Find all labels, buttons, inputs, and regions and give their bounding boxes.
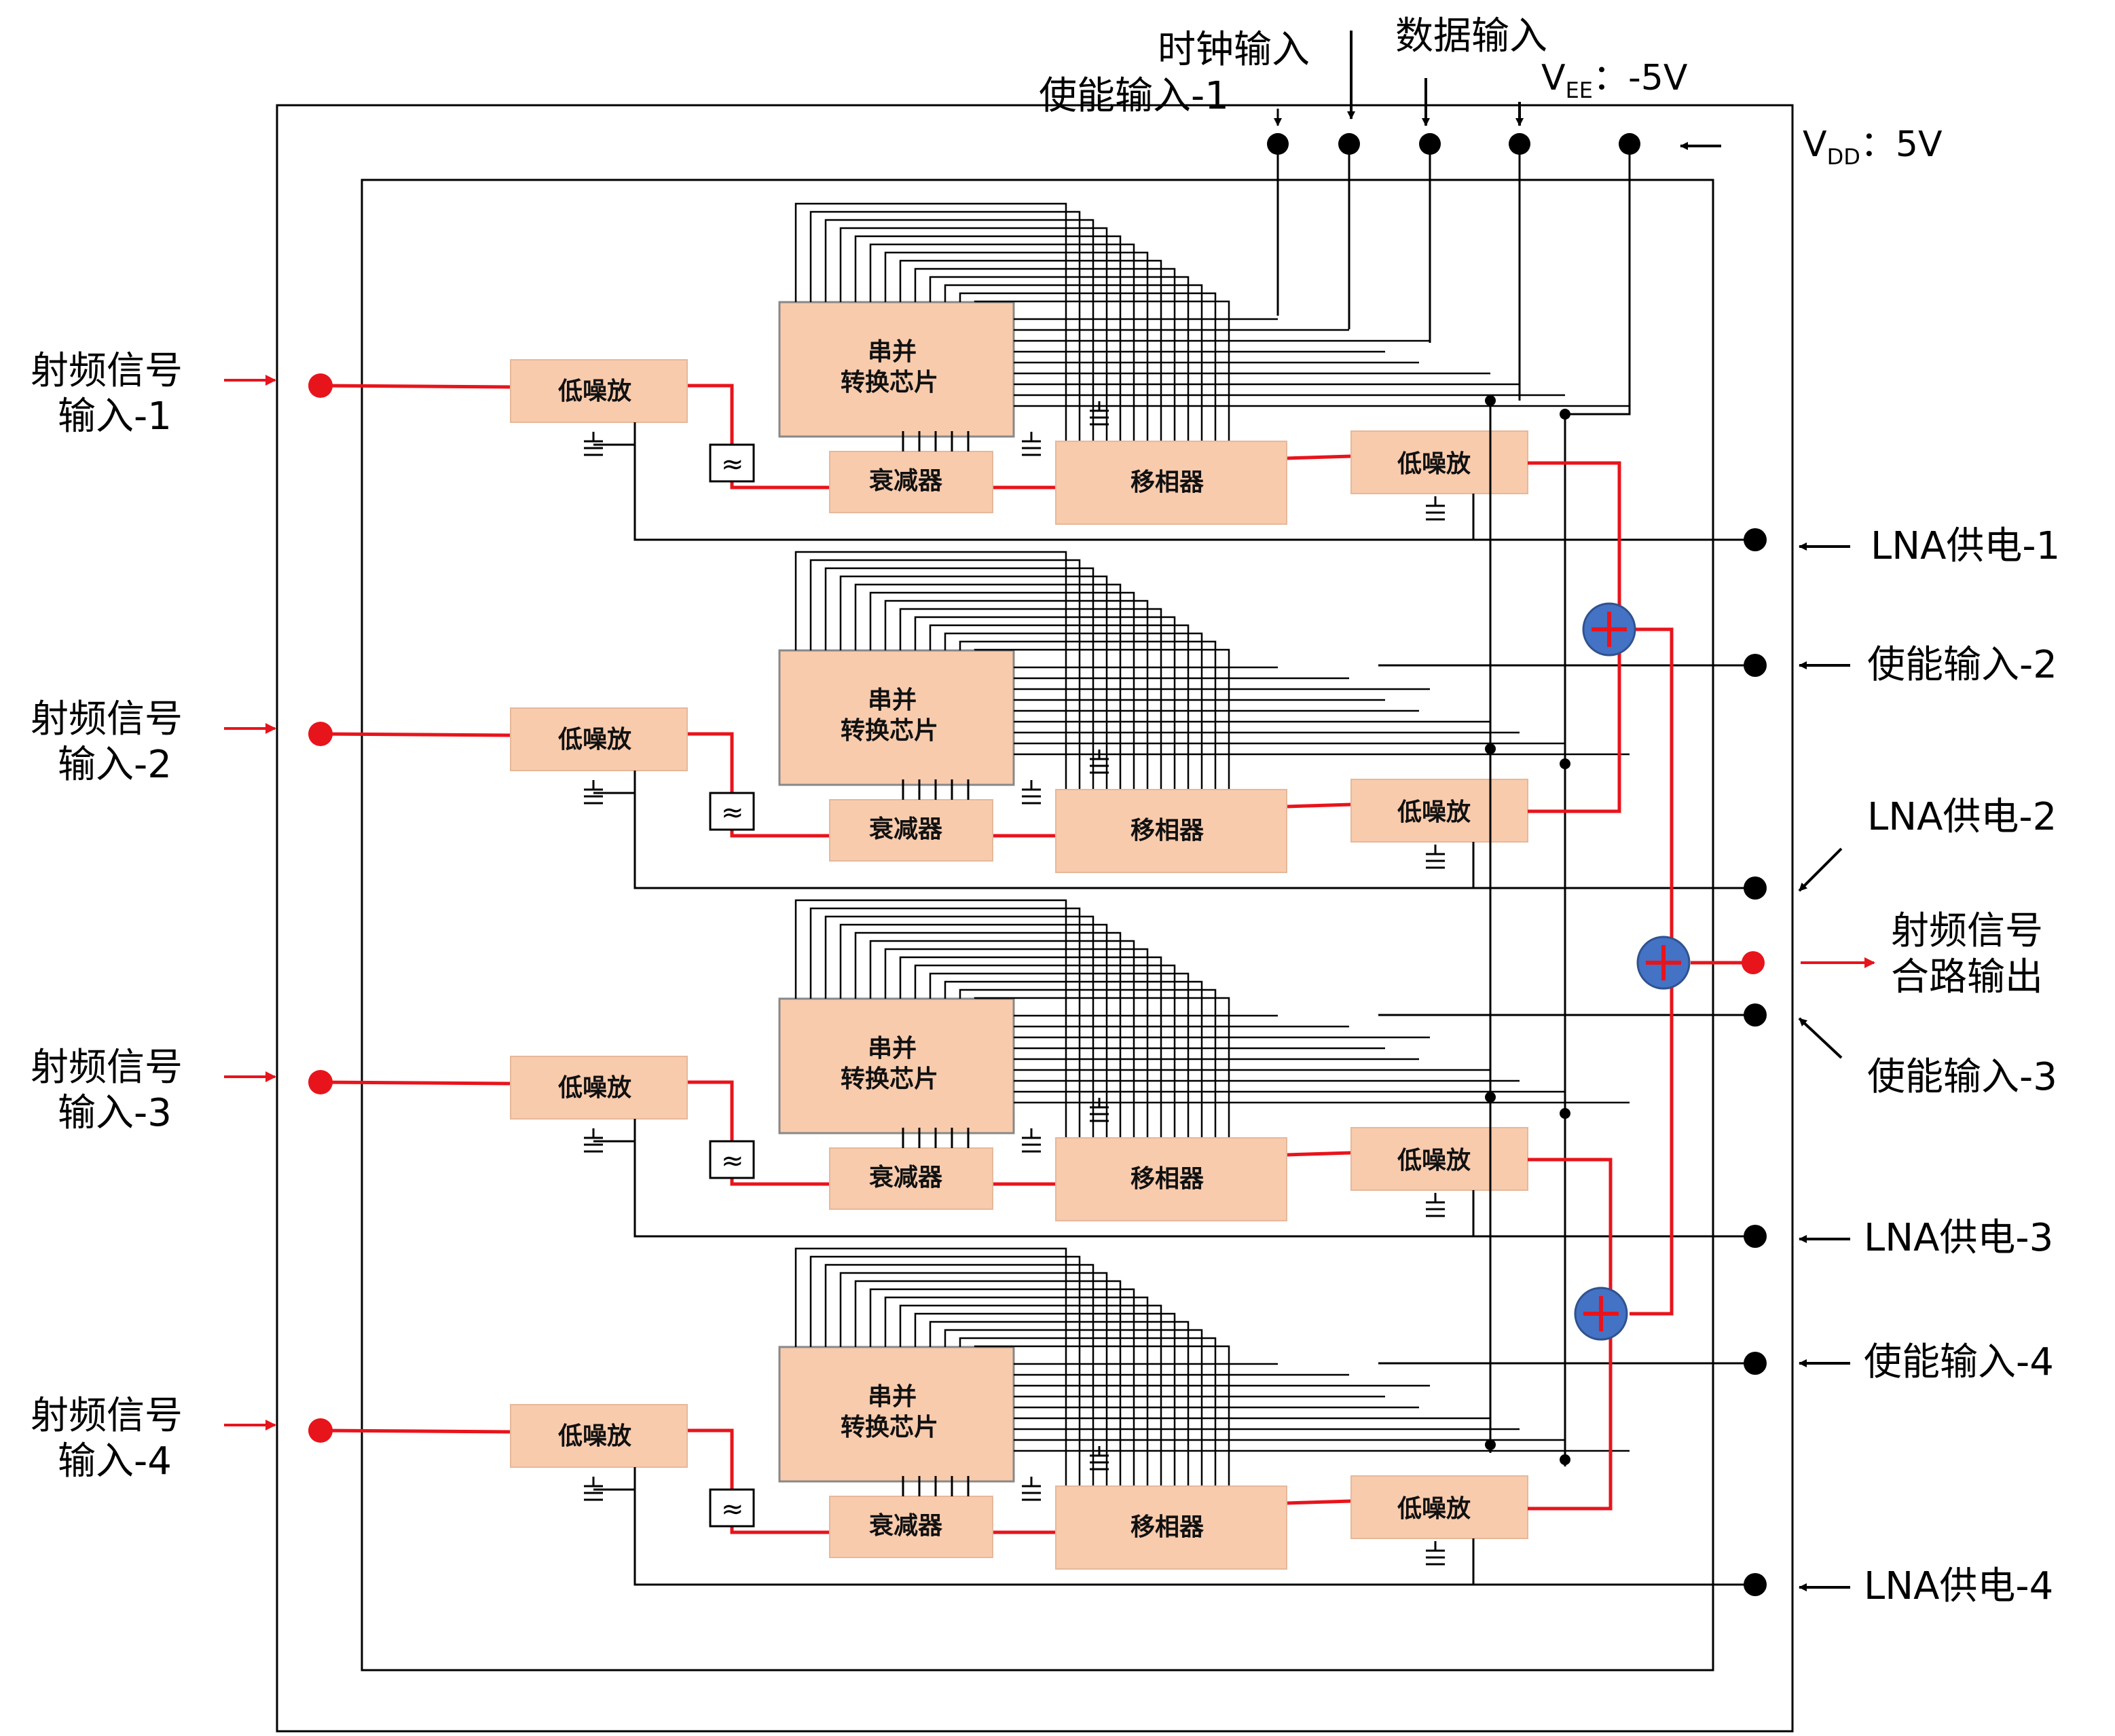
lna-supply-3-label: LNA供电-3 [1864, 1216, 2053, 1260]
enable-pin-4 [1744, 1352, 1767, 1375]
input-lna-2 [510, 707, 688, 771]
vdd-label: VDD：5V [1803, 124, 1943, 170]
attenuator-2 [829, 799, 993, 862]
rf-output-label-2: 合路输出 [1891, 955, 2043, 999]
rf-input-sub-label-2: 输入-2 [58, 743, 172, 787]
sp-chip-label-1-3: 串并 [868, 1035, 917, 1063]
attenuator-label-1: 衰减器 [869, 467, 943, 495]
rf-input-sub-label-3: 输入-3 [58, 1091, 172, 1135]
lna-supply-pin-1 [1744, 528, 1767, 551]
sp-chip-label-1-4: 串并 [868, 1383, 917, 1411]
serial-parallel-chip-4 [778, 1346, 1015, 1483]
input-lna-label-4: 低噪放 [558, 1422, 631, 1450]
sp-chip-label-1-1: 串并 [868, 338, 917, 366]
filter-2 [709, 792, 755, 831]
combiner-main [1636, 936, 1691, 990]
input-lna-label-3: 低噪放 [558, 1074, 631, 1102]
filter-symbol-2: ≈ [721, 797, 744, 828]
combiner-bottom [1574, 1287, 1628, 1341]
phase-shifter-label-2: 移相器 [1130, 817, 1204, 845]
channels: 射频信号输入-1低噪放≈串并转换芯片衰减器移相器低噪放射频信号输入-2低噪放≈串… [31, 144, 1767, 1596]
phase-shifter-3 [1055, 1137, 1287, 1221]
attenuator-label-2: 衰减器 [869, 815, 943, 843]
vee-label: VEE：-5V [1541, 58, 1688, 103]
filter-4 [709, 1488, 755, 1528]
input-lna-3 [510, 1056, 688, 1120]
rf-input-label-2: 射频信号 [31, 697, 183, 741]
phase-shifter-4 [1055, 1485, 1287, 1570]
lna-supply-pin-3 [1744, 1225, 1767, 1248]
attenuator-3 [829, 1147, 993, 1210]
enable-pin-3 [1744, 1003, 1767, 1027]
data-input-label: 数据输入 [1395, 14, 1547, 58]
enable-2-label: 使能输入-2 [1867, 643, 2057, 687]
lna-supply-1-label: LNA供电-1 [1871, 524, 2060, 568]
right-side-labels: LNA供电-1 使能输入-2 LNA供电-2 射频信号 合路输出 使能输入-3 … [1798, 524, 2060, 1608]
combiner-network [1528, 461, 1765, 1511]
phase-shifter-1 [1055, 441, 1287, 525]
top-inputs: 时钟输入 数据输入 使能输入-1 VEE：-5V VDD：5V [1039, 14, 1943, 170]
serial-parallel-chip-1 [778, 301, 1015, 438]
filter-symbol-4: ≈ [721, 1494, 744, 1525]
enable-3-label: 使能输入-3 [1867, 1055, 2057, 1099]
combiner-top [1582, 602, 1636, 657]
rf-input-sub-label-1: 输入-1 [58, 394, 172, 439]
lna-supply-pin-2 [1744, 876, 1767, 900]
lna-supply-2-label: LNA供电-2 [1867, 795, 2057, 839]
filter-3 [709, 1140, 755, 1179]
output-lna-label-3: 低噪放 [1397, 1147, 1471, 1175]
rf-output-label-1: 射频信号 [1891, 909, 2043, 953]
input-lna-1 [510, 359, 688, 423]
attenuator-label-4: 衰减器 [869, 1512, 943, 1540]
phase-shifter-label-4: 移相器 [1130, 1513, 1204, 1541]
output-lna-label-4: 低噪放 [1397, 1495, 1471, 1523]
inner-frame [361, 179, 1714, 1672]
lna-supply-4-label: LNA供电-4 [1864, 1564, 2053, 1608]
rf-input-sub-label-4: 输入-4 [58, 1439, 172, 1483]
output-lna-2 [1350, 779, 1528, 843]
clock-input-label: 时钟输入 [1158, 28, 1310, 72]
enable-4-label: 使能输入-4 [1864, 1340, 2054, 1384]
rf-input-label-1: 射频信号 [31, 349, 183, 393]
phase-shifter-2 [1055, 789, 1287, 873]
serial-parallel-chip-2 [778, 649, 1015, 786]
rf-input-label-4: 射频信号 [31, 1394, 183, 1438]
enable-pin-2 [1744, 654, 1767, 677]
input-lna-label-2: 低噪放 [558, 726, 631, 754]
sp-chip-label-2-3: 转换芯片 [841, 1065, 938, 1093]
attenuator-label-3: 衰减器 [869, 1164, 943, 1192]
rf-output-pin [1742, 951, 1765, 974]
phase-shifter-label-3: 移相器 [1130, 1165, 1204, 1193]
serial-parallel-chip-3 [778, 997, 1015, 1134]
filter-symbol-3: ≈ [721, 1145, 744, 1177]
enable-1-label: 使能输入-1 [1039, 74, 1229, 118]
sp-chip-label-2-2: 转换芯片 [841, 717, 938, 745]
sp-chip-label-2-1: 转换芯片 [841, 369, 938, 396]
filter-1 [709, 443, 755, 483]
sp-chip-label-2-4: 转换芯片 [841, 1414, 938, 1441]
lna-supply-pin-4 [1744, 1573, 1767, 1596]
input-lna-4 [510, 1404, 688, 1468]
filter-symbol-1: ≈ [721, 449, 744, 480]
sp-chip-label-1-2: 串并 [868, 686, 917, 714]
phase-shifter-label-1: 移相器 [1130, 468, 1204, 496]
outer-frame [276, 104, 1794, 1733]
output-lna-1 [1350, 430, 1528, 494]
input-lna-label-1: 低噪放 [558, 377, 631, 405]
output-lna-label-1: 低噪放 [1397, 450, 1471, 478]
output-lna-label-2: 低噪放 [1397, 798, 1471, 826]
attenuator-1 [829, 451, 993, 513]
attenuator-4 [829, 1496, 993, 1558]
rf-input-label-3: 射频信号 [31, 1046, 183, 1090]
